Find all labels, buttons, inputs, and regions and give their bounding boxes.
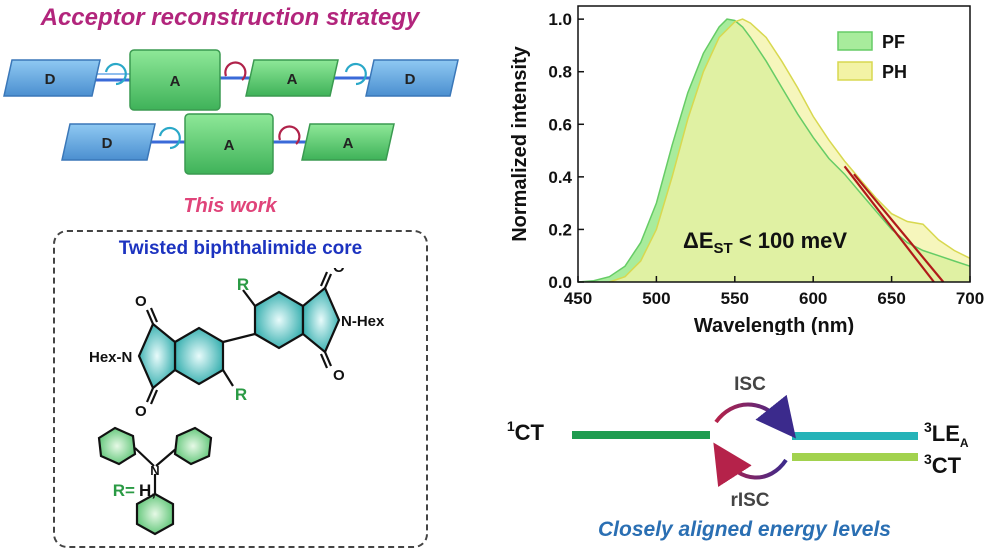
legend-label-pf: PF xyxy=(882,32,905,52)
x-tick-label: 500 xyxy=(642,289,670,308)
series-line-ph xyxy=(609,18,971,283)
x-tick-label: 450 xyxy=(564,289,592,308)
acceptor-block xyxy=(245,59,339,97)
triplet-ct-level xyxy=(792,453,918,461)
acceptor-label: A xyxy=(287,71,298,88)
risc-label: rISC xyxy=(730,490,769,511)
r-substituent-label: R xyxy=(235,385,247,404)
acceptor-label: A xyxy=(224,137,235,154)
oxygen-label: O xyxy=(333,268,345,276)
rotation-arrow-icon xyxy=(278,125,301,145)
x-tick-label: 550 xyxy=(721,289,749,308)
acceptor-label: A xyxy=(170,73,181,90)
legend-label-ph: PH xyxy=(882,62,907,82)
hex-n-label: Hex-N xyxy=(89,349,132,366)
y-tick-label: 0.4 xyxy=(548,168,572,187)
core-structure-title: Twisted biphthalimide core xyxy=(118,238,363,259)
x-tick-label: 650 xyxy=(877,289,905,308)
donor-label: D xyxy=(45,71,56,88)
donor-block xyxy=(365,59,459,97)
isc-label: ISC xyxy=(734,374,766,395)
y-tick-label: 0.6 xyxy=(548,115,572,134)
this-work-label: This work xyxy=(183,195,277,217)
singlet-ct-level xyxy=(572,431,710,439)
tangent-line xyxy=(843,165,935,283)
donor-label: D xyxy=(102,135,113,152)
donor-block xyxy=(61,123,156,161)
r-substituent-label: R xyxy=(237,275,249,294)
acceptor-block xyxy=(129,49,221,111)
triplet-ct-label: 3CT xyxy=(924,451,962,478)
donor-label: D xyxy=(405,71,416,88)
energy-level-diagram: 1CT 3LEA 3CT ISC rISC xyxy=(507,374,969,511)
oxygen-label: O xyxy=(333,367,345,384)
strategy-title: Acceptor reconstruction strategy xyxy=(40,4,420,31)
delta-est-annotation: ΔEST < 100 meV xyxy=(683,228,847,257)
x-tick-label: 600 xyxy=(799,289,827,308)
rotation-arrow-icon xyxy=(344,62,367,86)
biphthalimide-structure: R R O O O O N-Hex Hex-N R= H, N xyxy=(89,268,385,536)
rotation-arrow-icon xyxy=(104,62,127,86)
acceptor-block xyxy=(184,113,274,175)
singlet-ct-label: 1CT xyxy=(507,418,545,445)
legend-swatch-ph xyxy=(837,61,873,81)
tangent-line xyxy=(853,173,945,283)
plot-frame xyxy=(577,5,971,283)
y-tick-label: 0.2 xyxy=(548,220,572,239)
n-hex-label: N-Hex xyxy=(341,313,385,330)
y-tick-label: 1.0 xyxy=(548,10,572,29)
donor-block xyxy=(3,59,101,97)
x-axis-label: Wavelength (nm) xyxy=(694,315,854,335)
acceptor-block xyxy=(301,123,395,161)
emission-spectrum-chart: 450 500 550 600 650 700 0.0 0.2 0.4 0.6 0.8 1.0 Wav… xyxy=(509,5,984,335)
acceptor-label: A xyxy=(343,135,354,152)
isc-arrow-icon xyxy=(714,394,797,439)
oxygen-label: O xyxy=(135,403,147,420)
core-structure-box xyxy=(53,230,428,548)
amine-nitrogen-label: N xyxy=(150,463,159,478)
annotation-subscript: ST xyxy=(714,240,733,257)
da-schematic: D A A D D A A xyxy=(3,49,459,175)
y-axis-label: Normalized intensity xyxy=(509,45,531,241)
x-tick-label: 700 xyxy=(956,289,984,308)
annotation-rest: < 100 meV xyxy=(733,228,848,253)
annotation-main: ΔE xyxy=(683,228,714,253)
triplet-le-level xyxy=(792,432,918,440)
oxygen-label: O xyxy=(135,293,147,310)
risc-arrow-icon xyxy=(713,442,788,488)
legend-swatch-pf xyxy=(837,31,873,51)
hydrogen-label: H, xyxy=(139,481,156,500)
r-definition-label: R= xyxy=(113,481,135,500)
triplet-le-label: 3LEA xyxy=(924,419,969,450)
y-tick-label: 0.0 xyxy=(548,273,572,292)
rotation-arrow-icon xyxy=(224,61,247,81)
y-tick-label: 0.8 xyxy=(548,63,572,82)
rotation-arrow-icon xyxy=(158,126,181,150)
energy-caption: Closely aligned energy levels xyxy=(598,518,891,541)
